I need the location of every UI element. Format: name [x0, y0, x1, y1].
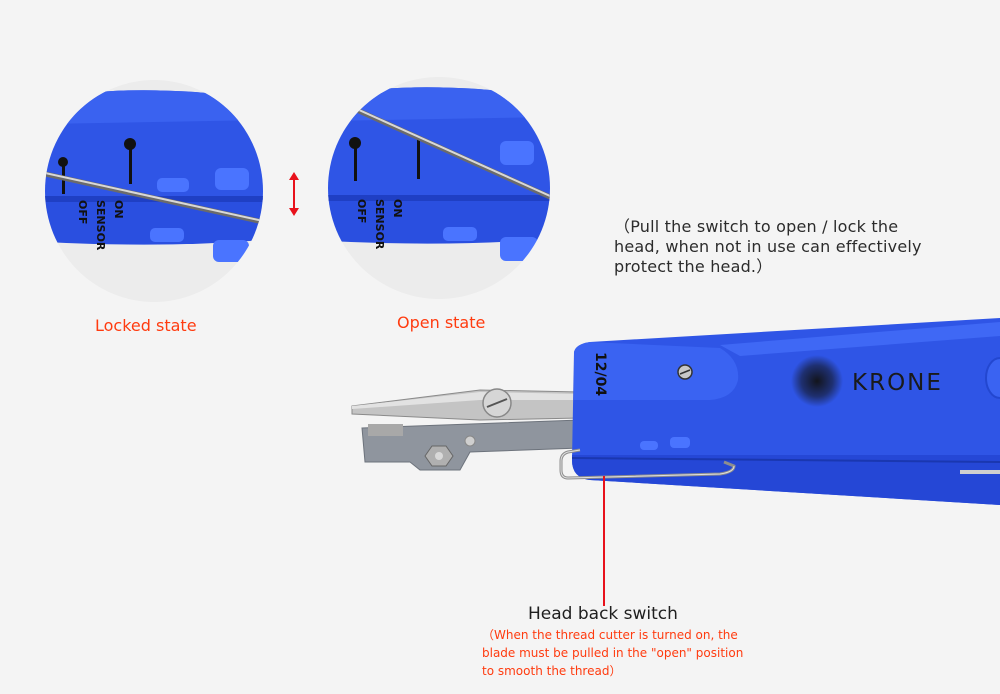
head-switch-pointer-line	[603, 476, 605, 606]
usage-note-line: head, when not in use can effectively	[614, 237, 922, 256]
brand-logo-text: KRONE	[852, 370, 943, 396]
marking-sensor: SENSOR	[94, 200, 107, 251]
marking-on: ON	[391, 199, 404, 218]
model-marking: 12/04	[592, 352, 608, 396]
open-state-detail-image: OFF SENSOR ON	[328, 77, 550, 299]
usage-note-line: protect the head.）	[614, 257, 773, 276]
locked-state-illustration: OFF SENSOR ON	[45, 90, 263, 262]
head-back-switch-description-line: to smooth the thread）	[482, 664, 622, 678]
head-nut-icon	[424, 445, 454, 467]
locked-state-detail-image: OFF SENSOR ON	[45, 80, 263, 302]
usage-note: （Pull the switch to open / lock the head…	[614, 217, 922, 277]
head-back-switch-description: （When the thread cutter is turned on, th…	[482, 626, 743, 680]
head-back-switch-title: Head back switch	[528, 604, 678, 624]
marking-sensor: SENSOR	[373, 199, 386, 250]
cap-screw-icon	[677, 364, 693, 380]
marking-on: ON	[112, 200, 125, 219]
usage-note-line: （Pull the switch to open / lock the	[614, 217, 899, 236]
marking-off: OFF	[76, 200, 89, 224]
locked-state-label: Locked state	[95, 316, 197, 335]
marking-off: OFF	[355, 199, 368, 223]
open-state-label: Open state	[397, 313, 486, 332]
double-arrow-vertical-icon	[289, 172, 299, 216]
head-back-switch-description-line: blade must be pulled in the "open" posit…	[482, 646, 744, 660]
blade-screw-icon	[482, 388, 512, 418]
head-back-switch-description-line: （When the thread cutter is turned on, th…	[482, 628, 738, 642]
krone-logo-icon	[791, 355, 843, 407]
open-state-illustration: OFF SENSOR ON	[328, 87, 550, 261]
